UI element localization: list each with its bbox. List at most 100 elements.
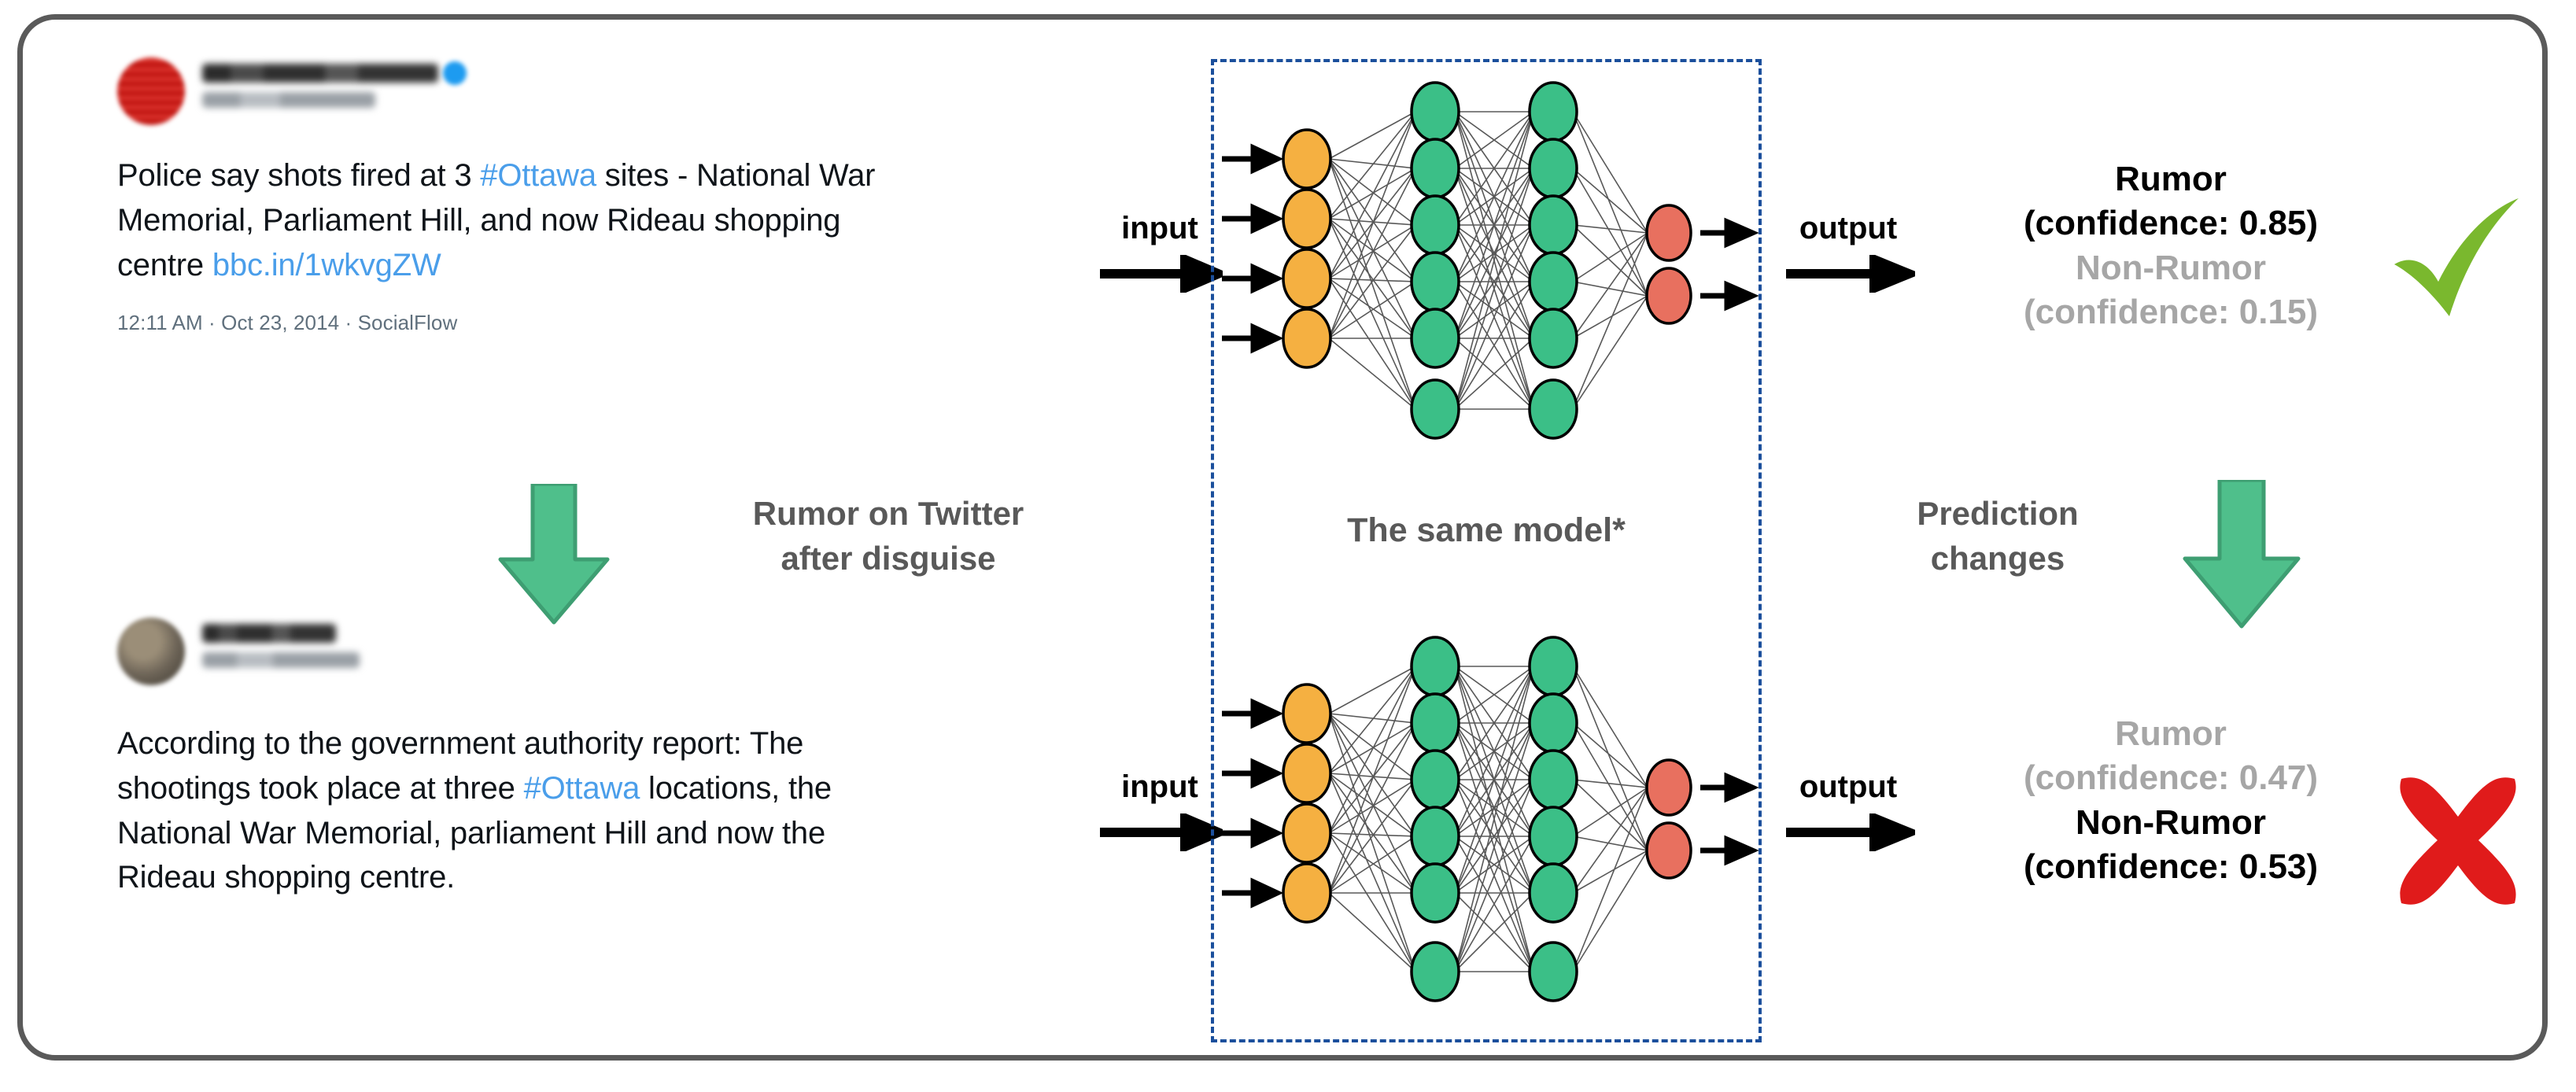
hashtag-ottawa[interactable]: #Ottawa [480,158,596,193]
input-node [1282,128,1332,190]
hidden-node [1528,749,1578,810]
prediction-changes-line2: changes [1930,539,2065,577]
hidden-node [1410,749,1460,810]
top-tweet-line2: Memorial, Parliament Hill, and now Ridea… [117,202,841,238]
bottom-tweet-card: According to the government authority re… [117,618,1093,900]
input-label: input [1121,769,1198,804]
hidden-node [1410,941,1460,1002]
output-label: output [1799,211,1898,245]
top-tweet-identity [202,57,467,108]
neural-network-top [1222,81,1759,440]
hidden-node [1528,378,1578,440]
hidden-node [1410,692,1460,754]
prediction-primary-confidence: (confidence: 0.53) [2023,847,2319,886]
hashtag-ottawa[interactable]: #Ottawa [523,770,640,806]
prediction-primary-confidence: (confidence: 0.85) [2023,204,2319,243]
tweet-link[interactable]: bbc.in/1wkvgZW [212,247,441,282]
output-node [1645,204,1692,262]
input-node [1282,683,1332,744]
output-node [1645,821,1692,880]
hidden-node [1410,138,1460,199]
avatar [117,618,185,685]
hidden-node [1410,806,1460,867]
model-label: The same model* [1347,511,1626,549]
bottom-tweet-text: According to the government authority re… [117,721,1093,900]
input-arrow-icon [1089,810,1231,855]
avatar [117,57,185,125]
output-node [1645,267,1692,325]
hidden-node [1528,692,1578,754]
hidden-node [1528,308,1578,369]
shared-model-box [1211,59,1762,1042]
hidden-node [1410,378,1460,440]
verified-badge-icon [443,61,467,85]
verdict-incorrect-cross-icon [2387,771,2529,917]
bottom-tweet-line2-b: locations, the [640,770,832,806]
prediction-bottom: Rumor (confidence: 0.47) Non-Rumor (conf… [1919,712,2423,889]
neural-network-bottom [1222,636,1759,1002]
disguise-down-arrow-icon [495,484,613,625]
top-tweet-text: Police say shots fired at 3 #Ottawa site… [117,153,1061,287]
input-node [1282,862,1332,924]
top-tweet-timestamp: 12:11 AM · Oct 23, 2014 · SocialFlow [117,311,458,335]
hidden-node [1410,81,1460,142]
input-node [1282,802,1332,864]
hidden-node [1528,862,1578,924]
output-label: output [1799,769,1898,804]
bottom-tweet-line3: National War Memorial, parliament Hill a… [117,815,826,850]
input-arrow-icon [1089,252,1231,297]
account-name-blurred [202,624,336,643]
hidden-node [1410,862,1460,924]
input-node [1282,308,1332,369]
hidden-node [1410,636,1460,697]
output-top-group: output [1773,212,1923,297]
disguise-label-line1: Rumor on Twitter [752,495,1024,532]
top-tweet-line3-a: centre [117,247,212,282]
hidden-node [1528,806,1578,867]
prediction-primary-label: Rumor [2115,160,2227,198]
figure-outer-frame: Police say shots fired at 3 #Ottawa site… [17,14,2548,1061]
verdict-correct-check-icon [2383,189,2533,334]
prediction-secondary-confidence: (confidence: 0.47) [2023,758,2319,798]
hidden-node [1528,636,1578,697]
prediction-changes-down-arrow-icon [2179,480,2305,629]
disguise-label-line2: after disguise [781,539,996,577]
hidden-node [1528,251,1578,312]
input-node [1282,743,1332,804]
top-tweet-header [117,57,1061,125]
bottom-tweet-line4: Rideau shopping centre. [117,860,456,895]
bottom-tweet-line1: According to the government authority re… [117,726,804,761]
prediction-secondary-label: Rumor [2115,714,2227,753]
bottom-tweet-line2-a: shootings took place at three [117,770,524,806]
prediction-secondary-label: Non-Rumor [2076,248,2266,287]
hidden-node [1410,194,1460,256]
prediction-primary-label: Non-Rumor [2076,802,2266,842]
input-node [1282,248,1332,309]
hidden-node [1528,138,1578,199]
hidden-node [1410,251,1460,312]
top-tweet-line1-b: sites - National War [596,158,876,193]
account-handle-blurred [202,652,360,668]
output-arrow-icon [1773,253,1923,297]
hidden-node [1410,308,1460,369]
bottom-tweet-identity [202,618,360,668]
disguise-label: Rumor on Twitter after disguise [676,492,1101,581]
output-bottom-group: output [1773,771,1923,855]
bottom-tweet-header [117,618,1093,685]
output-arrow-icon [1773,811,1923,855]
output-node [1645,758,1692,817]
hidden-node [1528,194,1578,256]
top-tweet-card: Police say shots fired at 3 #Ottawa site… [117,57,1061,335]
prediction-changes-line1: Prediction [1917,495,2079,532]
input-bottom-group: input [1089,771,1231,855]
input-top-group: input [1089,212,1231,297]
top-tweet-line1-a: Police say shots fired at 3 [117,158,481,193]
hidden-node [1528,941,1578,1002]
input-label: input [1121,211,1198,245]
prediction-top: Rumor (confidence: 0.85) Non-Rumor (conf… [1919,157,2423,334]
account-handle-blurred [202,92,375,108]
hidden-node [1528,81,1578,142]
input-node [1282,188,1332,249]
prediction-changes-label: Prediction changes [1825,492,2171,581]
account-name-blurred [202,64,438,83]
